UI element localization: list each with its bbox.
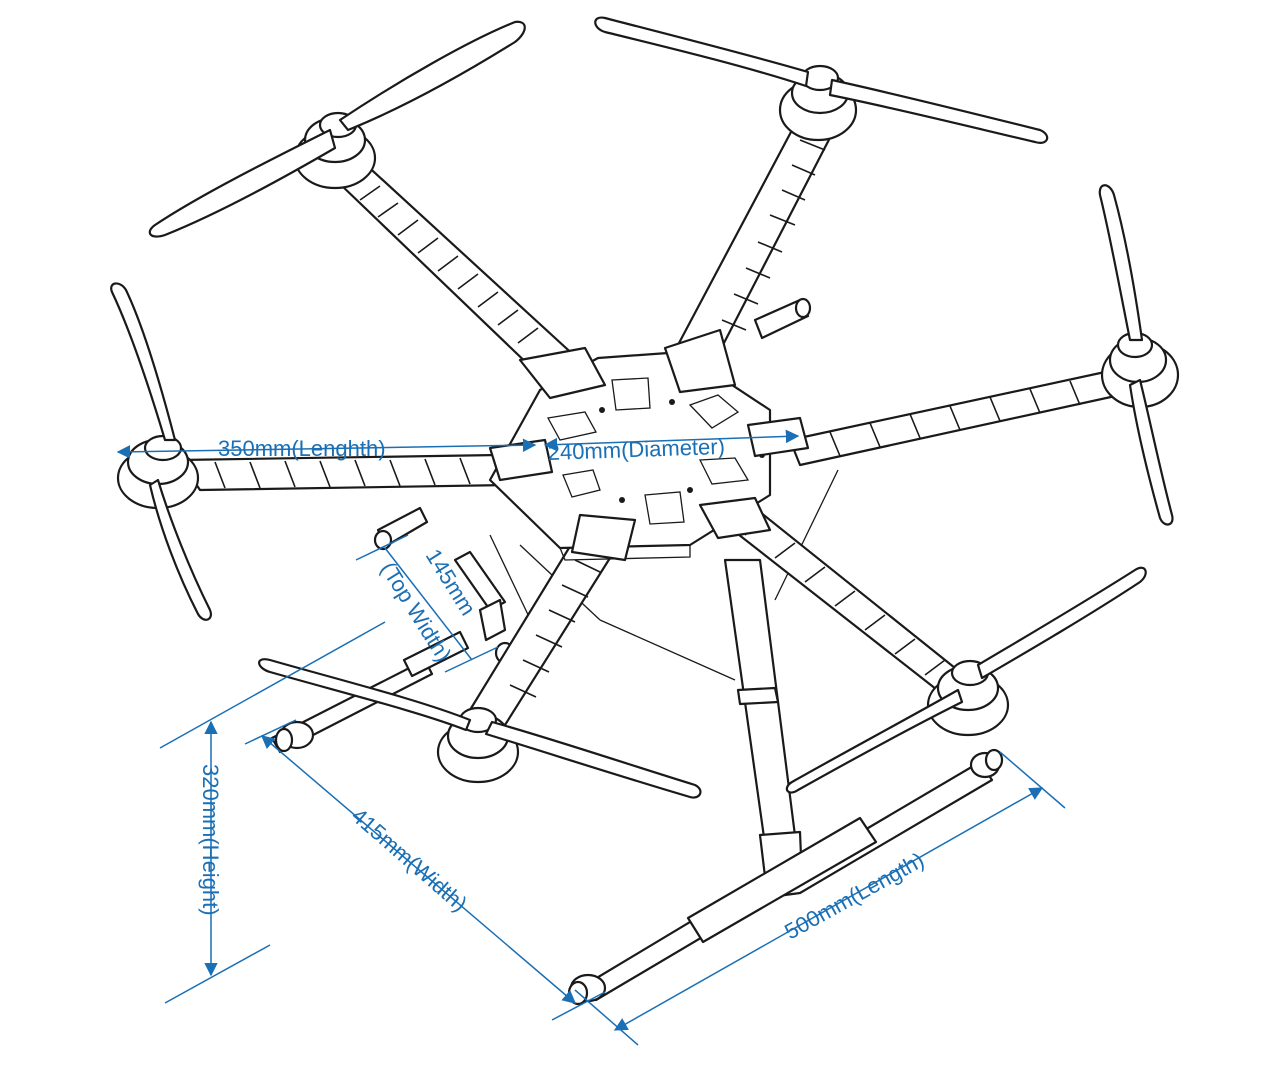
plate-cutout [688,394,740,429]
landing-tube-rear [753,297,812,340]
propeller-left [110,282,212,621]
plate-cutout [611,377,651,411]
arm-right [788,370,1122,467]
propeller-top-left [148,20,526,238]
plate-cutout [698,457,750,485]
arm-mount [570,513,637,562]
arm-mount [663,328,737,394]
motor-right [1100,331,1180,409]
propeller-top-right [594,16,1049,144]
dimension-center-diameter: 240mm(Diameter) [543,429,800,465]
center-diameter-label: 240mm(Diameter) [547,434,725,465]
propeller-right [1098,184,1174,526]
frame-arms [178,113,1122,727]
arm-mount [518,346,607,400]
dimension-arm-length: 350mm(Lenghth) [116,436,537,461]
plate-cutout [562,469,601,498]
dimension-height: 320mm(Height) [159,621,386,1004]
width-label: 415mm(Width) [347,803,472,917]
dimension-length: 500mm(Length) [574,751,1066,1046]
arm-length-label: 350mm(Lenghth) [218,436,386,461]
skid-end-cap [274,727,294,753]
plate-cutout [644,491,685,525]
height-label: 320mm(Height) [198,764,223,916]
dimension-width: 415mm(Width) [244,719,606,1021]
arm-mount [698,496,772,540]
dimension-top-width: 145mm (Top Width) [355,534,499,673]
arm-top-right [668,113,837,372]
